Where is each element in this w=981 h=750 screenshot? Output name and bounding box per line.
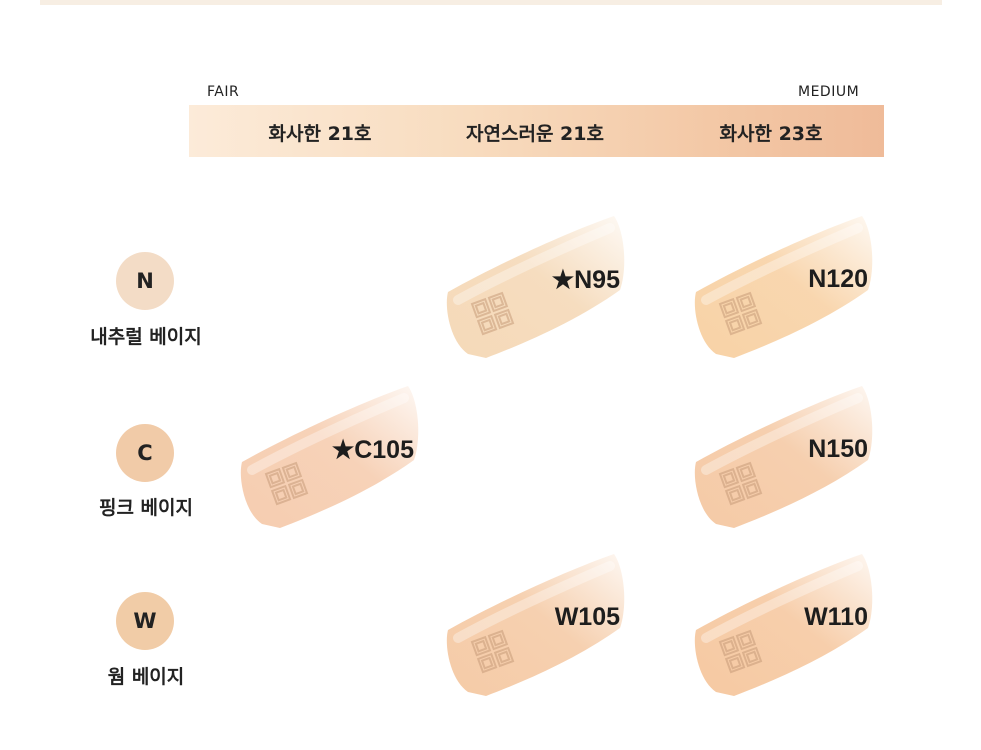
undertone-letter: C bbox=[137, 441, 153, 465]
smear-highlight bbox=[453, 561, 615, 643]
swatch-c105: ★C105 bbox=[232, 382, 422, 528]
undertone-circle-n: N bbox=[116, 252, 174, 310]
shade-scale-bar: 화사한 21호 자연스러운 21호 화사한 23호 bbox=[189, 105, 884, 157]
swatch-w105: W105 bbox=[438, 550, 628, 696]
foundation-smear bbox=[240, 386, 419, 528]
undertone-label-pink-beige: 핑크 베이지 bbox=[98, 497, 193, 519]
undertone-label-warm-beige: 웜 베이지 bbox=[107, 666, 185, 688]
shade-code: ★N95 bbox=[551, 266, 620, 294]
shade-column-label-1: 화사한 21호 bbox=[268, 123, 372, 145]
undertone-circle-w: W bbox=[116, 592, 174, 650]
undertone-label-natural-beige: 내추럴 베이지 bbox=[90, 326, 202, 348]
undertone-letter: N bbox=[136, 269, 154, 293]
shade-code: ★C105 bbox=[331, 436, 414, 464]
scale-fair-label: FAIR bbox=[207, 84, 240, 100]
logo-emboss-icon bbox=[470, 291, 515, 336]
swatch-w110: W110 bbox=[686, 550, 876, 696]
smear-highlight bbox=[701, 223, 863, 305]
smear-highlight bbox=[701, 393, 863, 475]
logo-emboss-icon bbox=[718, 291, 763, 336]
logo-emboss-icon bbox=[264, 461, 309, 506]
logo-emboss-icon bbox=[718, 461, 763, 506]
shade-code: N150 bbox=[808, 435, 868, 463]
foundation-smear bbox=[694, 386, 873, 528]
swatch-n120: N120 bbox=[686, 212, 876, 358]
foundation-smear bbox=[446, 554, 625, 696]
smear-highlight bbox=[701, 561, 863, 643]
undertone-letter: W bbox=[133, 609, 157, 633]
swatch-n95: ★N95 bbox=[438, 212, 628, 358]
logo-emboss-icon bbox=[718, 629, 763, 674]
shade-code: W110 bbox=[804, 603, 868, 631]
logo-emboss-icon bbox=[470, 629, 515, 674]
shade-code: W105 bbox=[554, 603, 620, 631]
smear-highlight bbox=[247, 393, 409, 475]
swatch-n150: N150 bbox=[686, 382, 876, 528]
shade-code: N120 bbox=[808, 265, 868, 293]
shade-column-label-2: 자연스러운 21호 bbox=[466, 123, 604, 145]
foundation-smear bbox=[694, 216, 873, 358]
foundation-smear bbox=[694, 554, 873, 696]
scale-medium-label: MEDIUM bbox=[798, 84, 860, 100]
foundation-smear bbox=[446, 216, 625, 358]
undertone-circle-c: C bbox=[116, 424, 174, 482]
top-band bbox=[40, 0, 942, 5]
shade-column-label-3: 화사한 23호 bbox=[719, 123, 823, 145]
smear-highlight bbox=[453, 223, 615, 305]
